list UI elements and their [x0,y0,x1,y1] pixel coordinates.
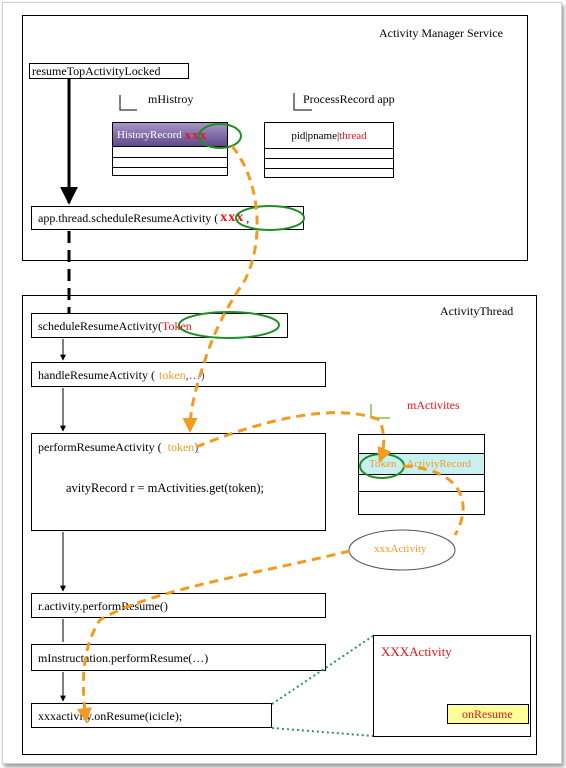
history-record-cell: HistoryRecord xxx [113,123,227,146]
schedule-token-label: Token [161,318,192,333]
mhistory-label: mHistroy [148,92,194,106]
process-record-label: ProcessRecord app [303,92,395,106]
perform-resume-activity-line: performResumeActivity ( token) [38,440,199,454]
handle-token-label: token [158,367,186,382]
mactivities-get-line: avityRecord r = mActivities.get(token); [66,481,264,495]
onresume-box: onResume [447,704,529,724]
r-activity-perform-resume-box: r.activity.performResume() [31,593,326,618]
app-thread-schedule-resume-box: app.thread.scheduleResumeActivity ( xxx … [31,206,304,230]
app-thread-schedule-resume-label: app.thread.scheduleResumeActivity ( [38,211,219,225]
resume-top-activity-locked-box: resumeTopActivityLocked [29,63,189,79]
mactivites-table: Token ActiviyRecord [358,434,485,515]
app-thread-xxx-label: xxx [220,210,245,225]
pname-label: pname [307,129,337,142]
schedule-resume-activity-label: scheduleResumeActivity( [38,318,162,333]
handle-resume-activity-label: handleResumeActivity ( [38,367,155,382]
xxx-activity-label: xxxActivity [374,543,427,555]
history-xxx-label: xxx [184,126,208,142]
history-record-label: HistoryRecord [117,128,182,141]
perform-token-label: token [167,440,195,454]
r-activity-perform-resume-label: r.activity.performResume() [38,598,168,613]
xxx-activity-window-title: XXXActivity [381,644,452,659]
handle-resume-activity-box: handleResumeActivity ( token ,…) [31,362,326,387]
onresume-call-box: xxxactivity.onResume(icicle); [31,703,272,728]
token-activity-record-row: Token ActiviyRecord [359,454,484,474]
minstructation-perform-resume-label: mInstructation.performResume(…) [38,650,209,665]
resume-top-activity-locked-label: resumeTopActivityLocked [32,64,161,78]
onresume-call-label: xxxactivity.onResume(icicle); [38,708,183,723]
mactivites-label: mActivites [407,398,460,412]
onresume-label: onResume [462,707,513,721]
schedule-resume-activity-box: scheduleResumeActivity( Token [31,313,288,338]
ams-title: Activity Manager Service [379,26,503,40]
perform-resume-activity-label: performResumeActivity ( [38,440,162,454]
pid-label: pid [291,129,306,142]
token-cell-label: Token [369,458,397,470]
activity-record-label: ActiviyRecord [406,458,472,470]
process-record-table: pid|pname|thread [264,122,394,178]
minstructation-perform-resume-box: mInstructation.performResume(…) [31,644,326,671]
at-title: ActivityThread [440,304,514,318]
thread-label: thread [339,129,367,142]
process-record-header: pid|pname|thread [291,129,367,142]
history-record-table: HistoryRecord xxx [112,122,228,176]
